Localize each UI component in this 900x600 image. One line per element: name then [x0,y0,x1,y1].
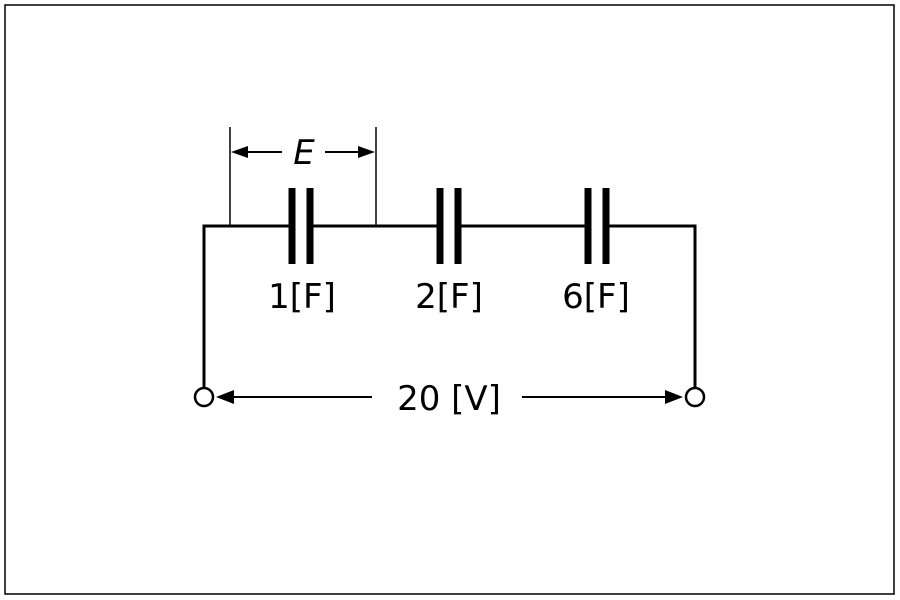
capacitor-3 [584,188,610,264]
arrow-right-icon [358,146,375,158]
right-terminal [684,386,706,408]
capacitor-1-label: 1[F] [268,277,336,317]
capacitor-2-label: 2[F] [415,277,483,317]
voltage-e-label: E [293,133,315,173]
source-voltage-label: 20 [V] [397,379,501,419]
arrow-left-icon [216,390,234,404]
capacitor-1 [288,188,314,264]
source-voltage-annotation [216,390,683,404]
capacitor-2 [436,188,462,264]
arrow-left-icon [231,146,248,158]
arrow-right-icon [665,390,683,404]
voltage-e-annotation [229,127,377,226]
left-terminal [193,386,215,408]
capacitor-3-label: 6[F] [562,277,630,317]
diagram-frame [4,4,895,595]
